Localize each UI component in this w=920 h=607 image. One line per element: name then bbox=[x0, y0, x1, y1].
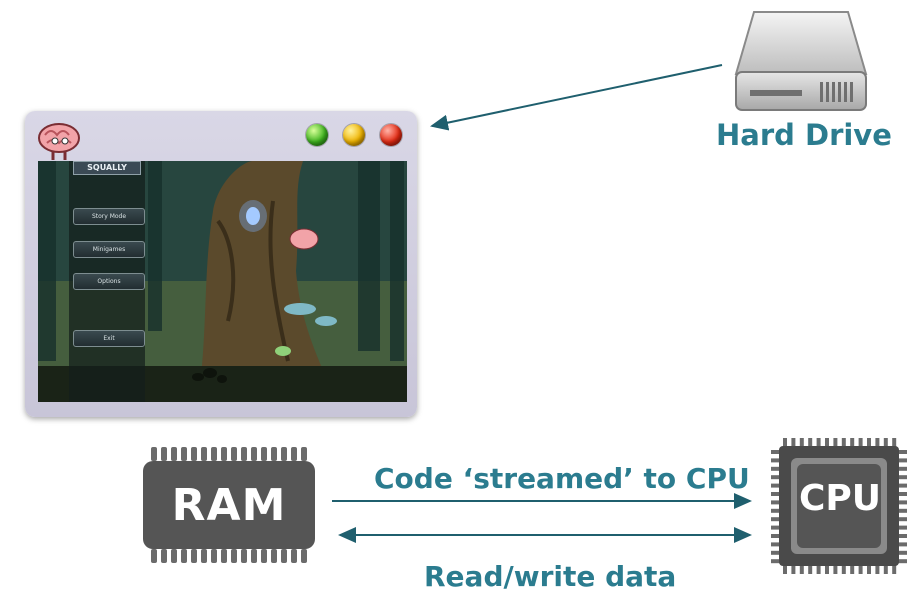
cpu-label: CPU bbox=[798, 478, 882, 519]
game-window: SQUALLY Story Mode Minigames Options Exi… bbox=[25, 111, 417, 417]
menu-exit-button[interactable]: Exit bbox=[73, 330, 145, 347]
ram-chip-icon bbox=[143, 447, 315, 563]
menu-story-mode-button[interactable]: Story Mode bbox=[73, 208, 145, 225]
game-title: SQUALLY bbox=[73, 161, 141, 175]
menu-options-button[interactable]: Options bbox=[73, 273, 145, 290]
close-button[interactable] bbox=[380, 124, 402, 146]
game-screen: SQUALLY Story Mode Minigames Options Exi… bbox=[38, 161, 407, 402]
ram-label: RAM bbox=[171, 480, 287, 531]
cpu-chip-icon bbox=[771, 438, 907, 574]
hard-drive-label: Hard Drive bbox=[716, 118, 892, 152]
code-streamed-label: Code ‘streamed’ to CPU bbox=[374, 462, 750, 495]
hard-drive-icon bbox=[734, 11, 868, 111]
minimize-button[interactable] bbox=[343, 124, 365, 146]
read-write-label: Read/write data bbox=[424, 560, 677, 593]
maximize-button[interactable] bbox=[306, 124, 328, 146]
menu-minigames-button[interactable]: Minigames bbox=[73, 241, 145, 258]
brain-icon bbox=[38, 123, 80, 160]
hdd-to-window-arrow bbox=[430, 64, 723, 131]
